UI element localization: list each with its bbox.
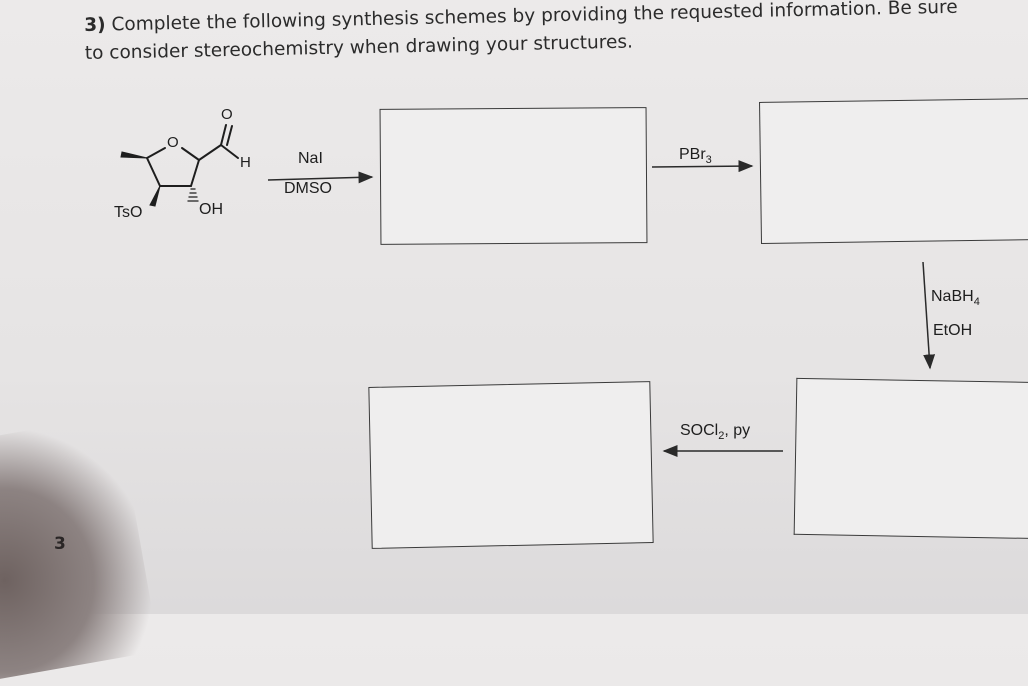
reagent-dmso: DMSO	[284, 180, 332, 197]
reagent-nabh4: NaBH4	[931, 288, 980, 308]
reagent-pbr3-sub: 3	[705, 154, 712, 167]
methyl-wedge	[120, 151, 148, 159]
reagent-etoh: EtOH	[933, 322, 973, 339]
arrow-step-3	[922, 261, 936, 370]
carbonyl-oxygen-label: O	[221, 106, 233, 123]
reagent-socl2-py: SOCl2, py	[680, 422, 750, 442]
arrows-layer	[120, 124, 936, 457]
ring-oxygen-label: O	[167, 134, 179, 151]
oh-label: OH	[199, 201, 223, 218]
tso-label: TsO	[114, 204, 143, 221]
reagent-pbr3: PBr3	[679, 146, 712, 166]
reagent-socl2-sub: 2	[718, 430, 725, 443]
oh-hash	[187, 188, 199, 202]
page-number: 3	[54, 534, 66, 554]
arrow-step-2	[651, 160, 754, 173]
tso-wedge	[149, 185, 161, 207]
reagent-pbr3-main: PBr	[679, 146, 706, 163]
starting-material-structure	[120, 124, 239, 207]
aldehyde-h-label: H	[240, 154, 251, 171]
reagent-nabh4-sub: 4	[973, 296, 980, 309]
reagent-socl2-main: SOCl	[680, 422, 719, 439]
reagent-nabh4-main: NaBH	[931, 288, 974, 305]
arrow-step-1	[267, 171, 374, 184]
reagent-py: , py	[724, 422, 751, 439]
reagent-nai: NaI	[298, 150, 323, 167]
